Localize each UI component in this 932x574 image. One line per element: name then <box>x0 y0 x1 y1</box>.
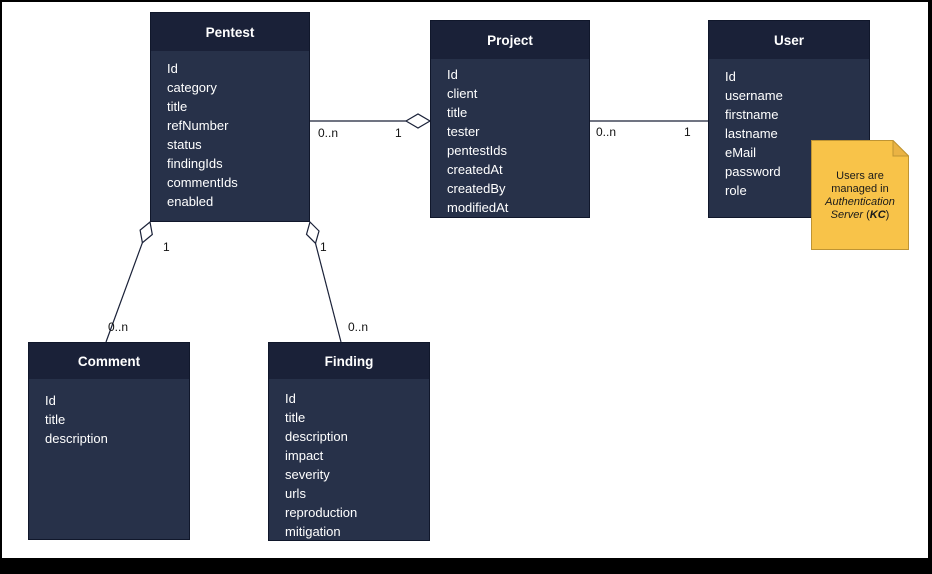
field-row: title <box>45 412 66 427</box>
frame-border-bottom <box>0 558 932 574</box>
field-row: title <box>285 410 306 425</box>
sticky-note-text: Users are managed in Authentication Serv… <box>811 140 909 250</box>
multiplicity-project-user-source: 0..n <box>596 125 617 139</box>
entity-project[interactable]: Project Id client title tester pentestIds cre… <box>430 20 590 218</box>
entity-pentest-fields: Id category title refNumber status findingIds… <box>151 51 309 221</box>
multiplicity-pentest-finding-target: 0..n <box>348 320 369 334</box>
note-text-kc: KC <box>869 209 886 221</box>
sticky-note-shape <box>811 140 909 250</box>
field-row: title <box>167 99 188 114</box>
field-row: Id <box>45 393 56 408</box>
entity-project-fields: Id client title tester pentestIds createdAt cr… <box>431 59 589 217</box>
field-row: Id <box>725 69 736 84</box>
field-row: username <box>725 88 783 103</box>
multiplicity-pentest-comment-target: 0..n <box>108 320 129 334</box>
multiplicity-pentest-comment-source: 1 <box>163 240 170 254</box>
field-row: Id <box>167 61 178 76</box>
field-row: pentestIds <box>447 143 507 158</box>
multiplicity-project-user-target: 1 <box>684 125 691 139</box>
note-text-paren-open: ( <box>863 209 870 221</box>
entity-comment[interactable]: Comment Id title description <box>28 342 190 540</box>
field-row: enabled <box>167 194 214 209</box>
aggregation-diamond-project <box>404 113 432 129</box>
entity-finding-title: Finding <box>269 343 429 379</box>
multiplicity-pentest-project-target: 1 <box>395 126 402 140</box>
sticky-note[interactable]: Users are managed in Authentication Serv… <box>811 140 909 250</box>
field-row: tester <box>447 124 480 139</box>
field-row: createdBy <box>447 181 506 196</box>
field-row: eMail <box>725 145 757 160</box>
multiplicity-pentest-project-source: 0..n <box>318 126 339 140</box>
field-row: role <box>725 183 747 198</box>
entity-project-title: Project <box>431 21 589 59</box>
note-fold-corner <box>892 140 909 157</box>
field-row: firstname <box>725 107 779 122</box>
field-row: modifiedAt <box>447 200 509 215</box>
aggregation-diamond-pentest-left <box>139 220 153 244</box>
entity-pentest-title: Pentest <box>151 13 309 51</box>
connector-pentest-comment[interactable] <box>105 220 153 343</box>
field-row: refNumber <box>167 118 229 133</box>
field-row: description <box>45 431 108 446</box>
field-row: title <box>447 105 468 120</box>
aggregation-diamond-pentest-right <box>305 220 320 245</box>
note-text-paren-close: ) <box>885 209 890 221</box>
field-row: mitigation <box>285 524 341 539</box>
field-row: lastname <box>725 126 778 141</box>
note-text-italic: Authentication Server <box>825 196 895 221</box>
field-row: status <box>167 137 202 152</box>
field-row: findingIds <box>167 156 223 171</box>
field-row: password <box>725 164 781 179</box>
field-row: urls <box>285 486 306 501</box>
entity-comment-title: Comment <box>29 343 189 379</box>
entity-user-fields: Id username firstname lastname eMail password… <box>709 59 869 217</box>
frame-border-top <box>0 0 932 2</box>
connector-pentest-finding[interactable] <box>305 220 342 343</box>
field-row: description <box>285 429 348 444</box>
field-row: category <box>167 80 217 95</box>
entity-user-title: User <box>709 21 869 59</box>
multiplicity-pentest-finding-source: 1 <box>320 240 327 254</box>
field-row: Id <box>285 391 296 406</box>
field-row: Id <box>447 67 458 82</box>
entity-finding-fields: Id title description impact severity urls repr… <box>269 379 429 541</box>
frame-border-right <box>928 0 932 574</box>
note-text-normal: Users are managed in <box>831 170 889 195</box>
field-row: client <box>447 86 478 101</box>
frame-border-left <box>0 0 2 574</box>
field-row: commentIds <box>167 175 238 190</box>
field-row: severity <box>285 467 330 482</box>
field-row: reproduction <box>285 505 358 520</box>
entity-comment-fields: Id title description <box>29 379 189 539</box>
field-row: createdAt <box>447 162 503 177</box>
entity-finding[interactable]: Finding Id title description impact severity… <box>268 342 430 541</box>
entity-pentest[interactable]: Pentest Id category title refNumber status fi… <box>150 12 310 222</box>
field-row: impact <box>285 448 324 463</box>
